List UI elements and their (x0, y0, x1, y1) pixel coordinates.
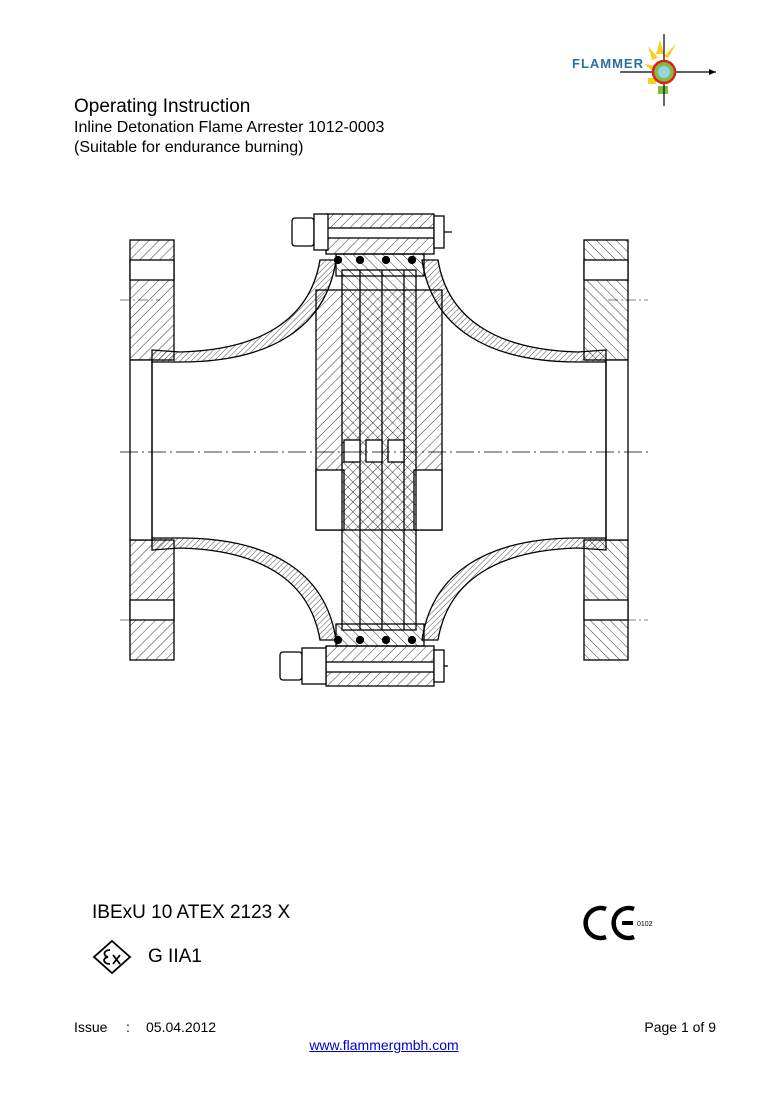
logo-core (658, 66, 670, 78)
ex-marking: G IIA1 (148, 946, 202, 967)
title-block: Operating Instruction Inline Detonation … (74, 96, 384, 158)
issue-date: 05.04.2012 (146, 1019, 217, 1035)
housing-body (151, 259, 607, 641)
flammer-logo: FLAMMER (560, 30, 720, 110)
website-link[interactable]: www.flammergmbh.com (309, 1037, 459, 1053)
flammer-logo-icon (620, 34, 716, 106)
ex-explosion-protection-icon (92, 939, 132, 975)
flame-arrester-cross-section (120, 200, 648, 700)
issue-separator: : (126, 1019, 130, 1035)
issue-label: Issue (74, 1019, 108, 1035)
page-number: Page 1 of 9 (644, 1019, 716, 1035)
website-footer: www.flammergmbh.com (0, 1037, 768, 1053)
product-note: (Suitable for endurance burning) (74, 139, 304, 156)
bottom-clamp (279, 623, 448, 687)
top-clamp (291, 213, 452, 277)
left-flange (129, 239, 175, 661)
right-flange (583, 239, 629, 661)
arrester-element (315, 269, 443, 631)
atex-certificate: IBExU 10 ATEX 2123 X (92, 902, 291, 923)
ce-mark-icon (582, 905, 642, 941)
document-title: Operating Instruction (74, 96, 251, 117)
brand-name: FLAMMER (572, 56, 644, 71)
notified-body-number: 0102 (637, 921, 653, 928)
product-name: Inline Detonation Flame Arrester 1012-00… (74, 119, 385, 136)
